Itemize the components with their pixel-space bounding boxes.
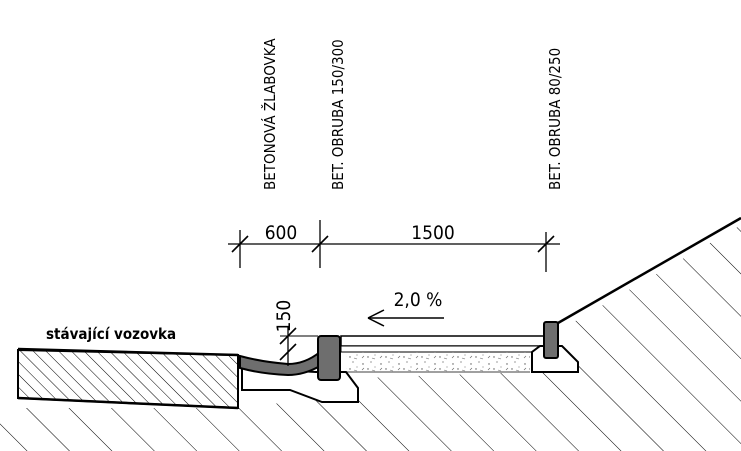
embankment-slope xyxy=(557,216,741,325)
main-curb-label: BET. OBRUBA 150/300 xyxy=(329,39,347,190)
dim-path-width: 1500 xyxy=(411,222,455,244)
horizontal-dimension xyxy=(228,220,560,272)
vertical-dimension xyxy=(279,326,318,366)
edge-curb xyxy=(543,321,559,359)
slope-value: 2,0 % xyxy=(394,289,443,311)
existing-road-surface xyxy=(17,347,239,357)
existing-road-label: stávající vozovka xyxy=(46,325,176,343)
edge-curb-label: BET. OBRUBA 80/250 xyxy=(546,48,564,190)
gravel-base-layer xyxy=(346,352,530,372)
paving-surface-layer xyxy=(340,335,547,347)
existing-road-bottom xyxy=(17,396,239,410)
concrete-gutter xyxy=(239,349,321,377)
dim-gutter-depth: 150 xyxy=(273,300,295,333)
gutter-label: BETONOVÁ ŽLABOVKA xyxy=(260,38,279,190)
bedding-layer xyxy=(340,345,547,353)
slope-arrow xyxy=(367,309,444,327)
main-curb xyxy=(317,335,341,381)
terrain-hatching xyxy=(0,225,741,451)
dim-gutter-width: 600 xyxy=(265,222,298,244)
